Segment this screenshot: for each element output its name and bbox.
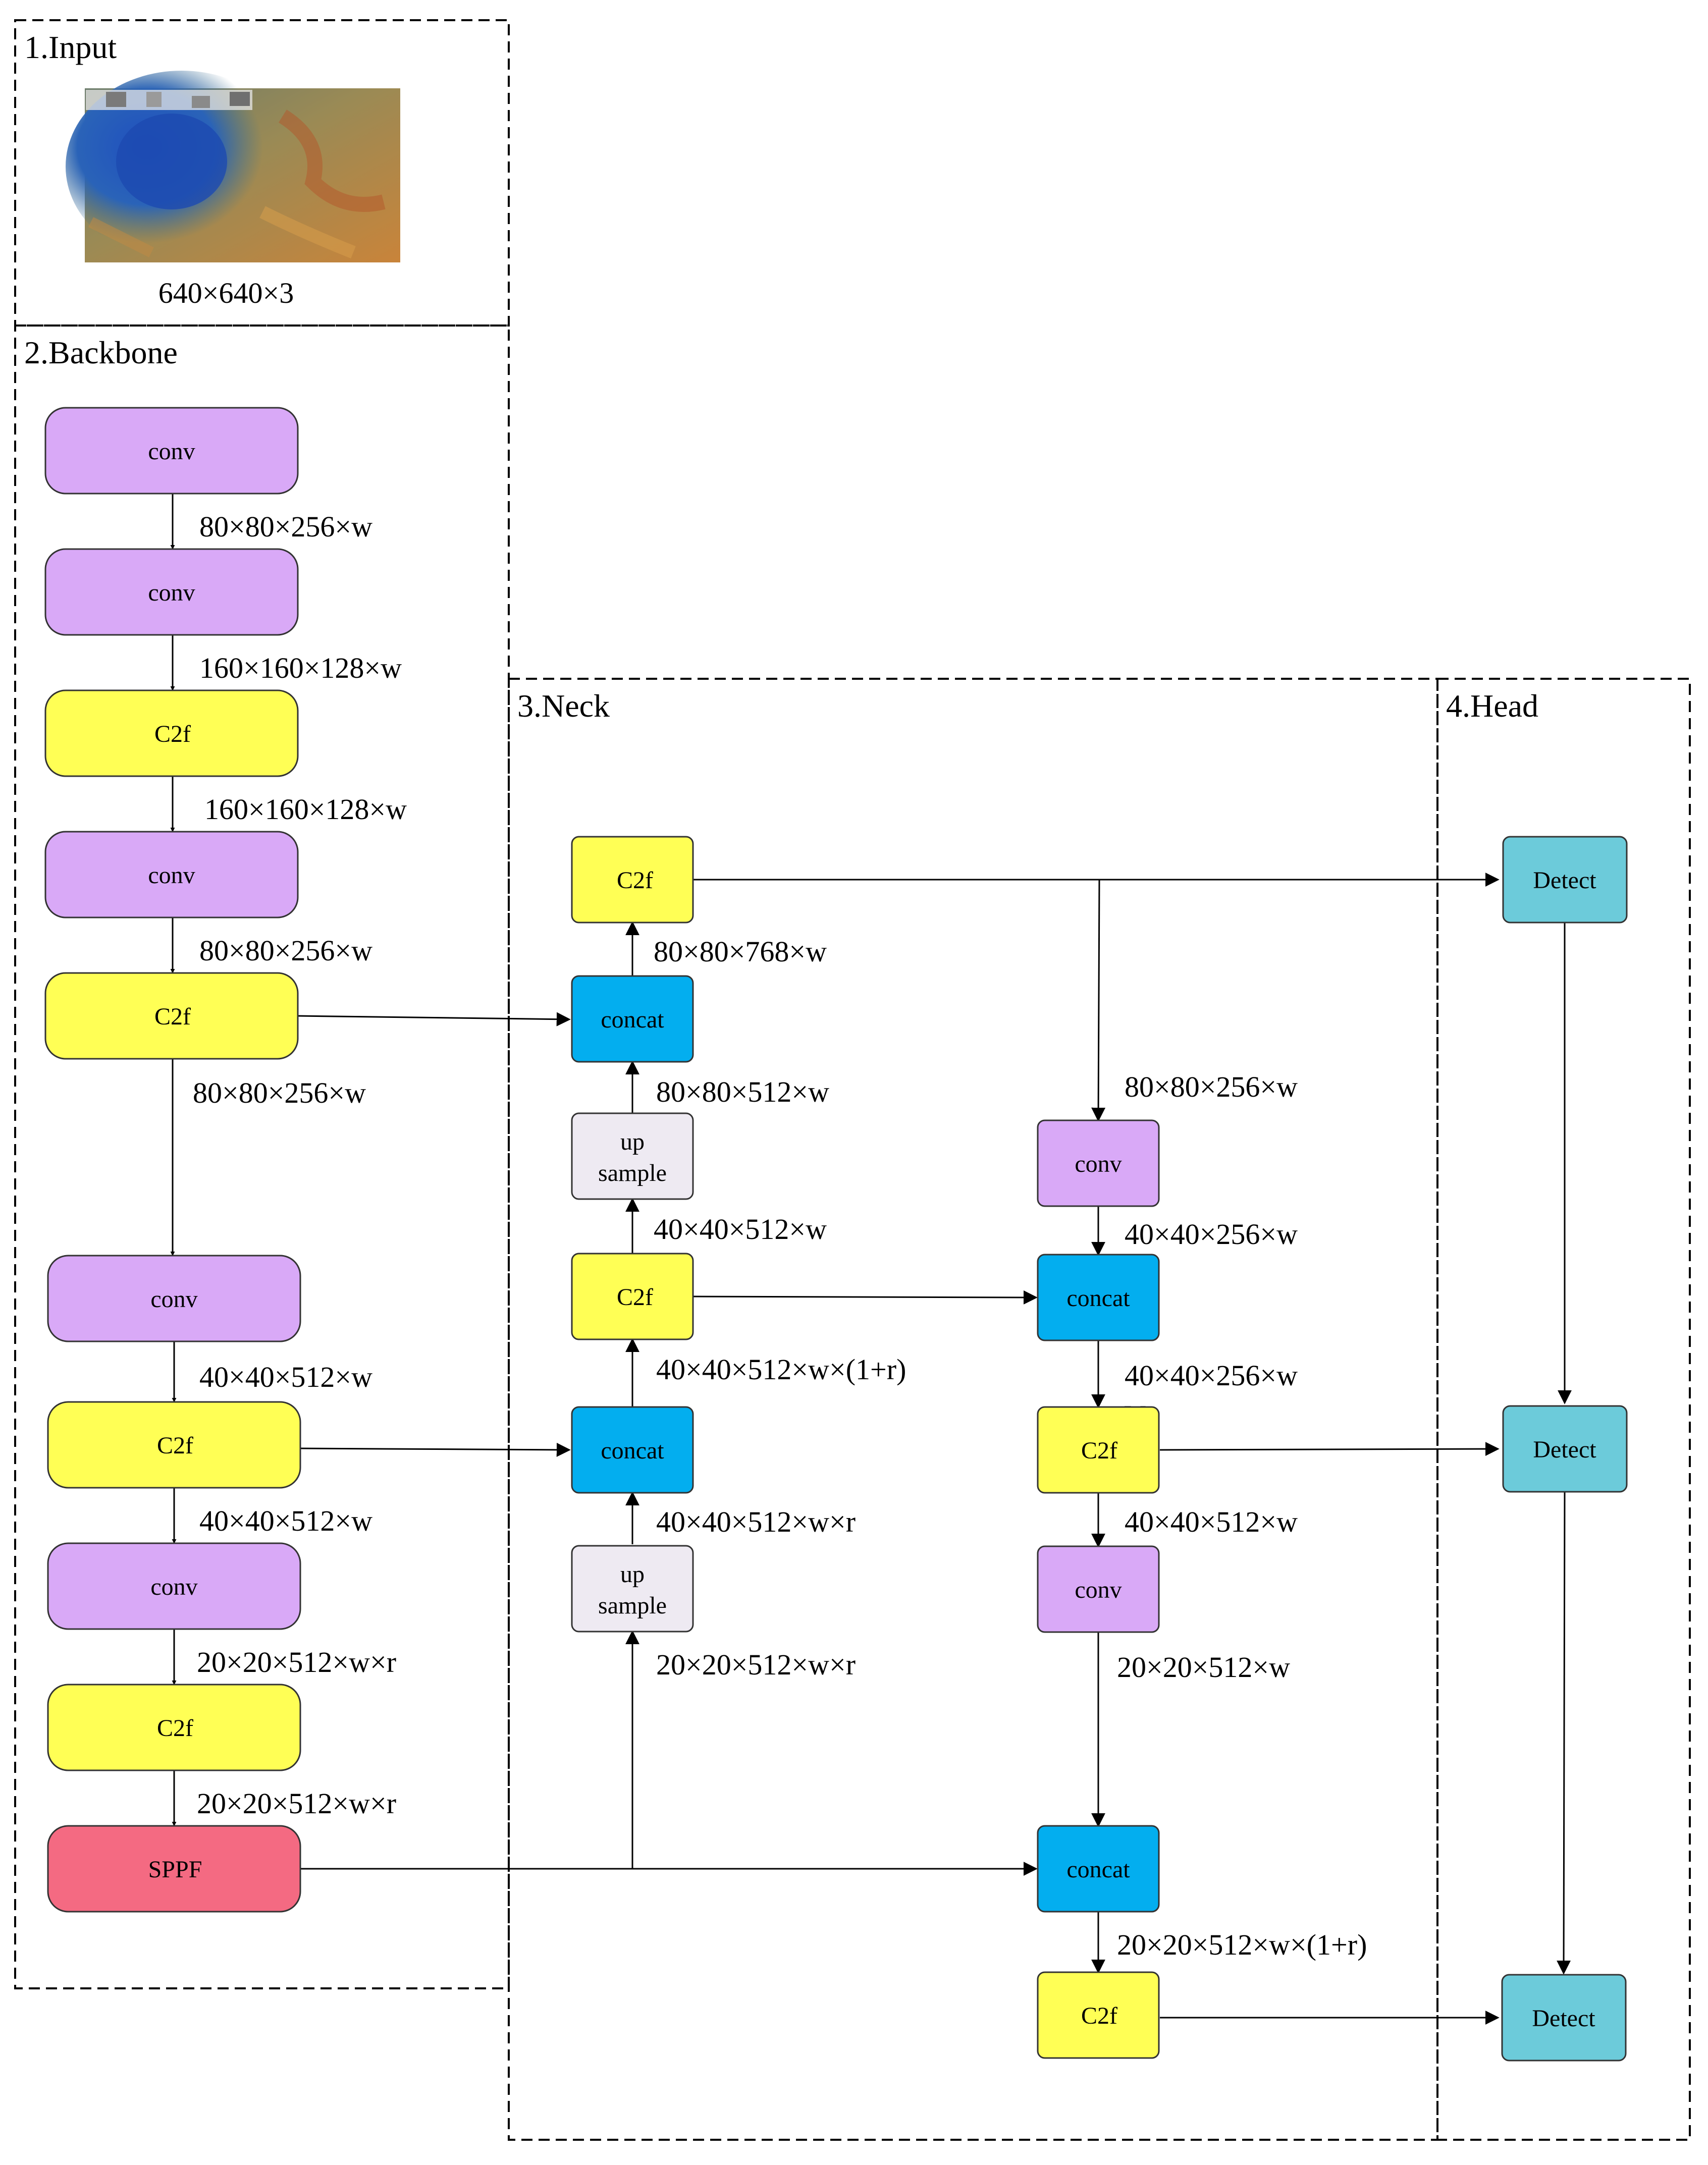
backbone-dim-9: 20×20×512×w×r bbox=[197, 1787, 396, 1820]
backbone-c2f-2: C2f bbox=[44, 972, 299, 1060]
neck-dim-2: 80×80×512×w bbox=[656, 1075, 829, 1108]
node-label: sample bbox=[598, 1160, 667, 1186]
neck-dim-6: 20×20×512×w×r bbox=[656, 1648, 856, 1681]
neck-concat-1: concat bbox=[571, 975, 694, 1063]
backbone-sppf: SPPF bbox=[47, 1825, 301, 1913]
node-label: conv bbox=[148, 862, 195, 889]
backbone-c2f-4: C2f bbox=[47, 1684, 301, 1771]
neck-dim-4: 40×40×512×w×(1+r) bbox=[656, 1353, 906, 1386]
node-label: concat bbox=[1066, 1285, 1130, 1312]
node-label: Detect bbox=[1532, 2005, 1595, 2032]
node-label: conv bbox=[1075, 1577, 1122, 1603]
neck-right-dim-2: 40×40×256×w bbox=[1125, 1218, 1298, 1251]
node-label: up bbox=[620, 1128, 645, 1155]
node-label: up bbox=[620, 1561, 645, 1588]
connectors bbox=[170, 494, 1572, 2025]
neck-right-c2f-1: C2f bbox=[1037, 1406, 1160, 1494]
neck-right-conv-2: conv bbox=[1037, 1545, 1160, 1633]
neck-right-dim-5: 20×20×512×w bbox=[1117, 1651, 1290, 1684]
node-label: concat bbox=[1066, 1856, 1130, 1883]
node-label: conv bbox=[1075, 1151, 1122, 1177]
node-label: concat bbox=[601, 1006, 664, 1033]
head-detect-1: Detect bbox=[1502, 836, 1628, 924]
backbone-conv-1: conv bbox=[44, 407, 299, 495]
node-label: SPPF bbox=[148, 1856, 202, 1883]
backbone-dim-1: 80×80×256×w bbox=[199, 510, 372, 543]
node-label: sample bbox=[598, 1592, 667, 1619]
neck-right-conv-1: conv bbox=[1037, 1119, 1160, 1207]
head-frame bbox=[1436, 678, 1691, 2141]
neck-frame bbox=[508, 678, 1438, 2141]
neck-section-label: 3.Neck bbox=[517, 688, 610, 724]
node-label: conv bbox=[150, 1574, 197, 1600]
head-detect-3: Detect bbox=[1501, 1974, 1627, 2062]
node-label: C2f bbox=[157, 1715, 193, 1742]
neck-c2f-top: C2f bbox=[571, 836, 694, 924]
node-label: C2f bbox=[1081, 2002, 1117, 2029]
input-section-label: 1.Input bbox=[24, 29, 117, 65]
node-label: C2f bbox=[617, 1284, 653, 1311]
input-image bbox=[66, 71, 400, 262]
backbone-dim-2: 160×160×128×w bbox=[199, 652, 402, 684]
node-label: C2f bbox=[154, 721, 191, 747]
backbone-section-label: 2.Backbone bbox=[24, 335, 178, 370]
backbone-dim-6: 40×40×512×w bbox=[199, 1361, 372, 1393]
backbone-dim-4: 80×80×256×w bbox=[199, 934, 372, 967]
node-label: concat bbox=[601, 1437, 664, 1464]
neck-upsample-2: up sample bbox=[571, 1545, 694, 1633]
node-label: C2f bbox=[617, 867, 653, 894]
node-label: conv bbox=[148, 438, 195, 465]
neck-c2f-mid: C2f bbox=[571, 1253, 694, 1340]
backbone-c2f-1: C2f bbox=[44, 689, 299, 777]
neck-right-dim-1: 80×80×256×w bbox=[1125, 1070, 1298, 1103]
backbone-conv-3: conv bbox=[44, 831, 299, 918]
neck-right-dim-4: 40×40×512×w bbox=[1125, 1505, 1298, 1538]
node-label: conv bbox=[148, 579, 195, 606]
node-label: conv bbox=[150, 1286, 197, 1313]
node-label: C2f bbox=[1081, 1437, 1117, 1464]
backbone-conv-4: conv bbox=[47, 1255, 301, 1342]
neck-right-dim-3: 40×40×256×w bbox=[1125, 1359, 1298, 1392]
node-label: C2f bbox=[157, 1432, 193, 1459]
neck-dim-1: 80×80×768×w bbox=[654, 935, 827, 968]
backbone-conv-5: conv bbox=[47, 1542, 301, 1630]
neck-right-c2f-2: C2f bbox=[1037, 1971, 1160, 2059]
neck-right-dim-6: 20×20×512×w×(1+r) bbox=[1117, 1928, 1367, 1961]
backbone-frame bbox=[14, 324, 510, 1989]
node-label: Detect bbox=[1533, 867, 1596, 894]
backbone-dim-7: 40×40×512×w bbox=[199, 1504, 372, 1537]
backbone-c2f-3: C2f bbox=[47, 1401, 301, 1489]
neck-concat-2: concat bbox=[571, 1406, 694, 1494]
neck-dim-5: 40×40×512×w×r bbox=[656, 1505, 856, 1538]
node-label: Detect bbox=[1533, 1436, 1596, 1463]
input-dims-label: 640×640×3 bbox=[158, 277, 294, 309]
head-detect-2: Detect bbox=[1502, 1405, 1628, 1493]
input-frame bbox=[14, 19, 510, 327]
backbone-dim-3: 160×160×128×w bbox=[204, 793, 407, 826]
backbone-dim-5: 80×80×256×w bbox=[193, 1076, 366, 1109]
neck-upsample-1: up sample bbox=[571, 1112, 694, 1200]
neck-dim-3: 40×40×512×w bbox=[654, 1213, 827, 1246]
backbone-dim-8: 20×20×512×w×r bbox=[197, 1646, 396, 1679]
backbone-conv-2: conv bbox=[44, 548, 299, 636]
neck-right-concat-1: concat bbox=[1037, 1254, 1160, 1341]
neck-right-concat-2: concat bbox=[1037, 1825, 1160, 1913]
node-label: C2f bbox=[154, 1003, 191, 1030]
head-section-label: 4.Head bbox=[1446, 688, 1538, 724]
